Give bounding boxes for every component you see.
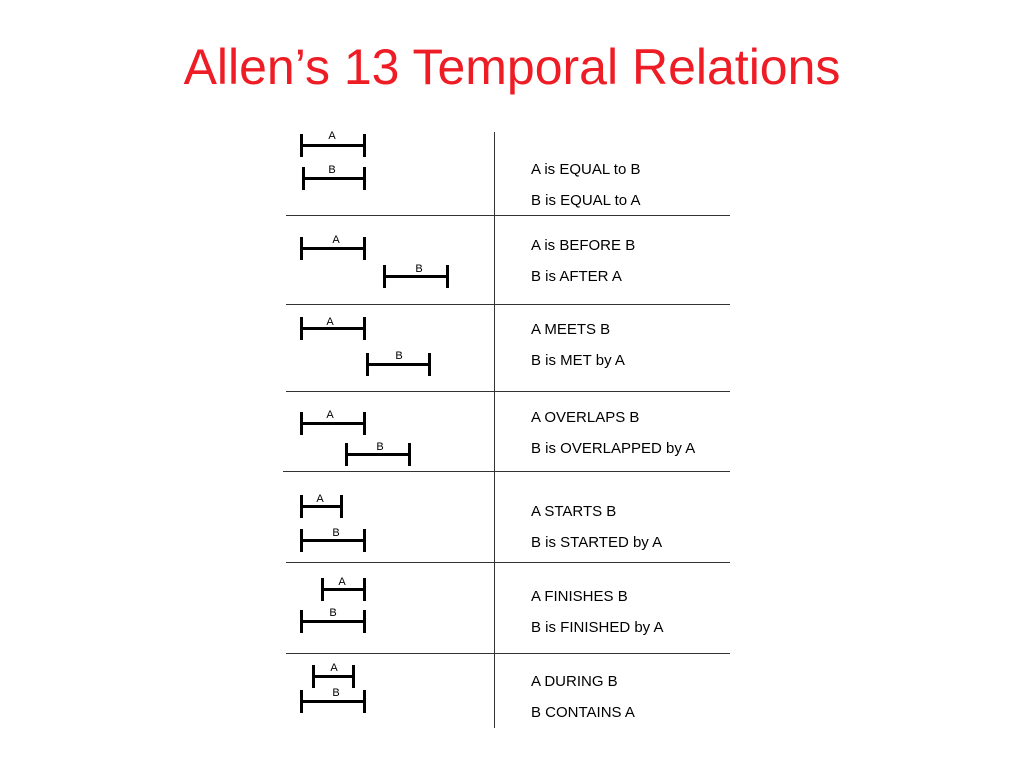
interval-a-bar xyxy=(300,237,366,260)
relation-inverse-text: B is EQUAL to A xyxy=(531,192,641,209)
row-separator xyxy=(286,391,730,392)
interval-b-label: B xyxy=(332,527,340,539)
relation-text: A DURING B xyxy=(531,673,618,690)
interval-b-label: B xyxy=(328,164,336,176)
interval-a-bar xyxy=(300,317,366,340)
interval-b-bar xyxy=(345,443,411,466)
interval-a-bar xyxy=(300,412,366,435)
interval-b-label: B xyxy=(329,607,337,619)
row-separator xyxy=(286,562,730,563)
interval-b-bar xyxy=(300,690,366,713)
interval-a-label: A xyxy=(330,662,338,674)
relation-text: A FINISHES B xyxy=(531,588,628,605)
interval-b-label: B xyxy=(415,263,423,275)
interval-a-bar xyxy=(300,495,343,518)
relation-inverse-text: B is AFTER A xyxy=(531,268,622,285)
interval-b-label: B xyxy=(395,350,403,362)
row-separator xyxy=(286,215,730,216)
relation-inverse-text: B CONTAINS A xyxy=(531,704,635,721)
relation-text: A MEETS B xyxy=(531,321,611,338)
interval-b-bar xyxy=(366,353,431,376)
relation-text: A OVERLAPS B xyxy=(531,409,640,426)
row-separator xyxy=(286,304,730,305)
interval-a-bar xyxy=(321,578,366,601)
row-separator xyxy=(286,653,730,654)
interval-a-label: A xyxy=(332,234,340,246)
row-separator xyxy=(283,471,730,472)
interval-a-label: A xyxy=(316,493,324,505)
relation-inverse-text: B is FINISHED by A xyxy=(531,619,664,636)
relation-inverse-text: B is MET by A xyxy=(531,352,625,369)
interval-a-label: A xyxy=(328,130,336,142)
interval-b-bar xyxy=(300,529,366,552)
relation-text: A is BEFORE B xyxy=(531,237,636,254)
relation-inverse-text: B is OVERLAPPED by A xyxy=(531,440,696,457)
interval-a-bar xyxy=(312,665,355,688)
relation-text: A is EQUAL to B xyxy=(531,161,641,178)
slide-title: Allen’s 13 Temporal Relations xyxy=(183,39,841,95)
column-divider xyxy=(494,132,495,728)
interval-b-bar xyxy=(302,167,366,190)
interval-a-label: A xyxy=(326,316,334,328)
interval-a-label: A xyxy=(326,409,334,421)
interval-b-bar xyxy=(383,265,449,288)
interval-b-label: B xyxy=(376,441,384,453)
interval-a-bar xyxy=(300,134,366,157)
interval-b-bar xyxy=(300,610,366,633)
relation-text: A STARTS B xyxy=(531,503,617,520)
relation-inverse-text: B is STARTED by A xyxy=(531,534,663,551)
interval-a-label: A xyxy=(338,576,346,588)
interval-b-label: B xyxy=(332,687,340,699)
